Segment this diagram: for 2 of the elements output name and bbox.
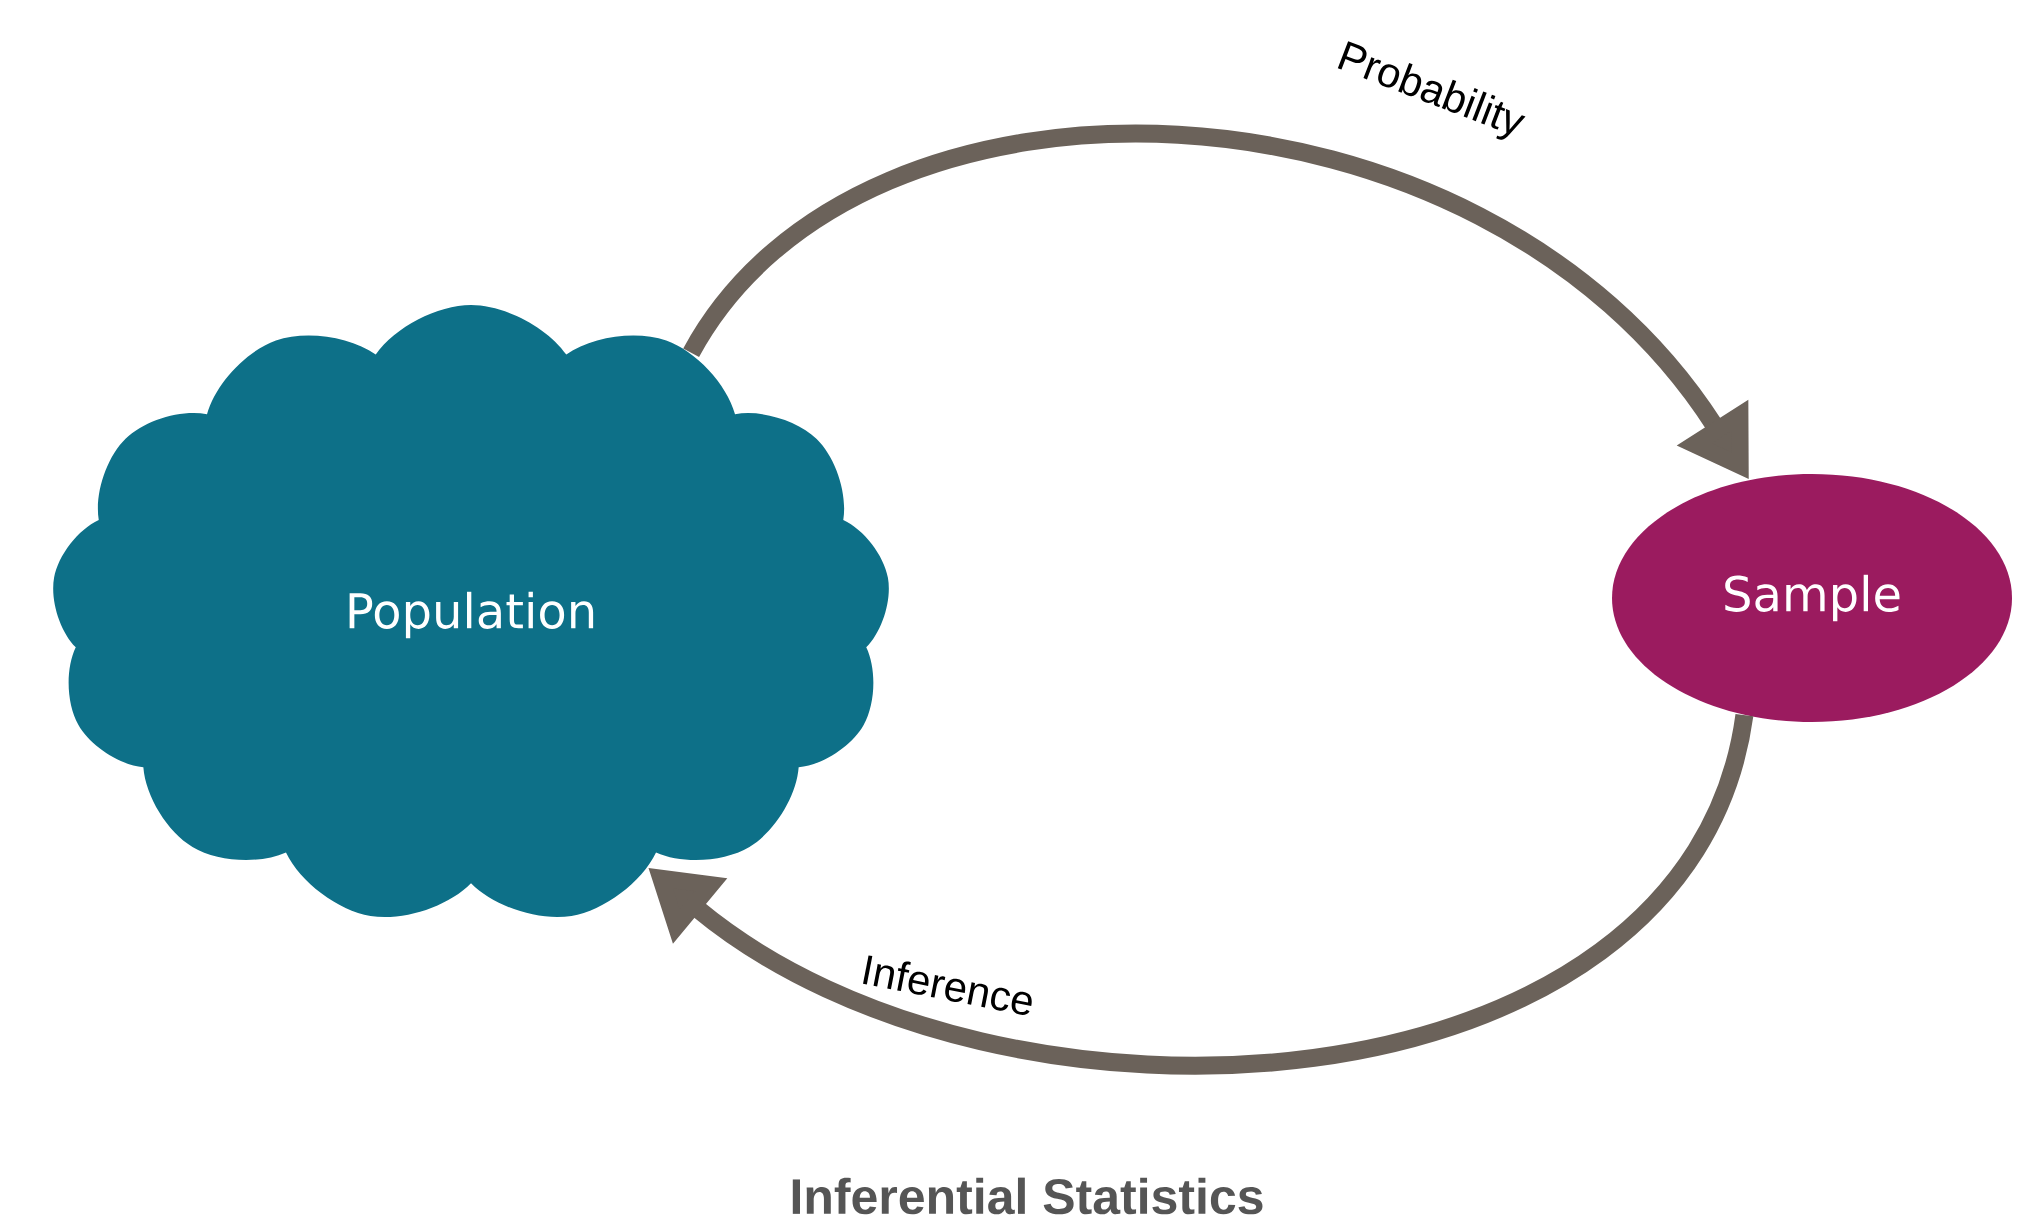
title: Inferential Statistics <box>792 1177 1263 1215</box>
edge-label: Inference <box>854 948 1042 1022</box>
